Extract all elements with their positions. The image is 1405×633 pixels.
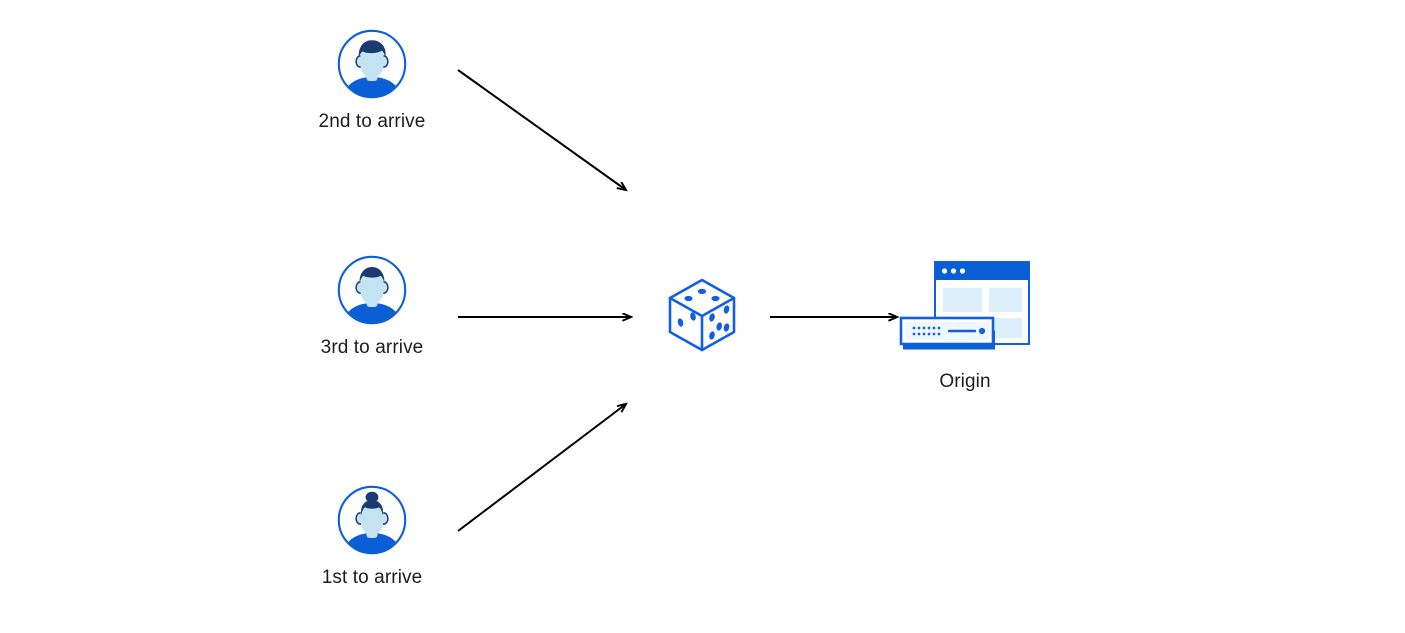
- node-label-client-2nd: 2nd to arrive: [318, 111, 426, 132]
- node-client-3rd[interactable]: 3rd to arrive: [281, 254, 463, 361]
- node-label-client-3rd: 3rd to arrive: [320, 337, 424, 358]
- avatar-bun-hair-icon: [336, 484, 408, 556]
- avatar-round-hair-icon: [336, 254, 408, 326]
- arrow-2nd-to-balancer: [457, 69, 626, 190]
- dice-icon: [660, 272, 744, 356]
- avatar-short-hair-icon: [336, 28, 408, 100]
- node-origin[interactable]: Origin: [898, 258, 1032, 395]
- node-client-2nd[interactable]: 2nd to arrive: [281, 28, 463, 135]
- arrow-1st-to-balancer: [457, 404, 626, 532]
- node-label-client-1st: 1st to arrive: [321, 567, 423, 588]
- origin-server-icon: [899, 258, 1031, 354]
- node-label-origin: Origin: [939, 371, 991, 392]
- server-appliance-icon: [899, 316, 995, 350]
- node-client-1st[interactable]: 1st to arrive: [281, 484, 463, 591]
- node-load-balancer[interactable]: [660, 272, 744, 366]
